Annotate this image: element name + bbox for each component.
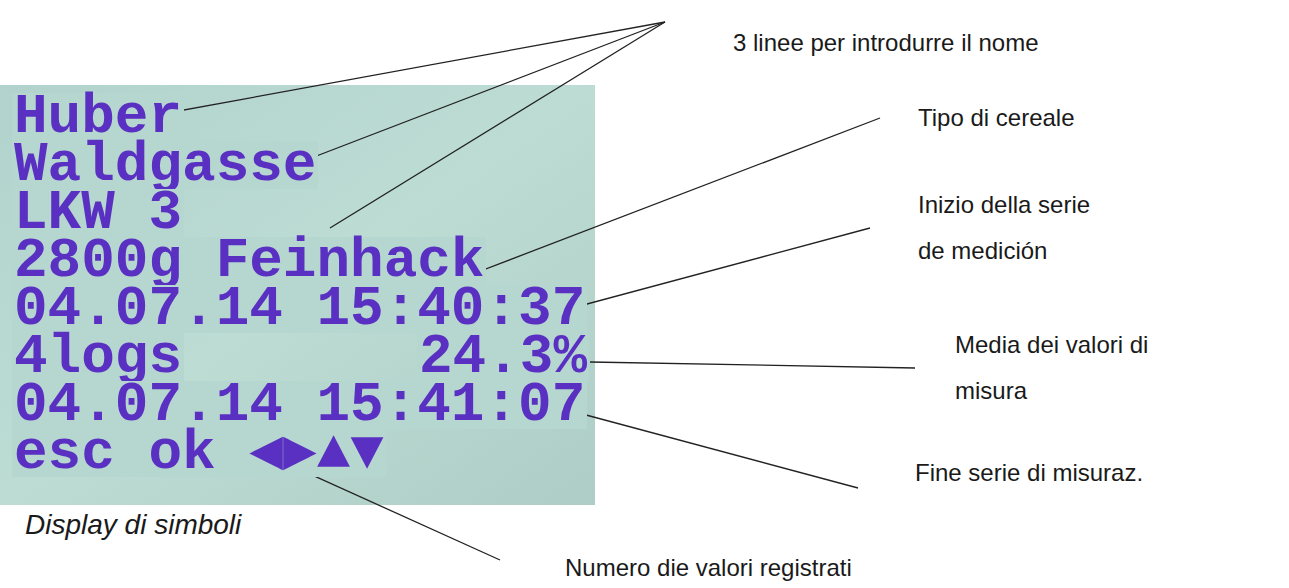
callout-label: Media dei valori di misura xyxy=(952,322,1158,414)
lcd-line: esc ok ◀▶▲▼ xyxy=(12,429,386,477)
lcd-panel xyxy=(0,85,595,505)
lcd-line: LKW 3 xyxy=(12,189,184,237)
lcd-line: 24.3% xyxy=(417,333,589,381)
callout-label: Inizio della serie de medición xyxy=(915,182,1126,274)
callout-label: 3 linee per introdurre il nome xyxy=(730,20,1042,66)
lcd-line: 2800g Feinhack xyxy=(12,237,486,285)
lcd-line: Waldgasse xyxy=(12,141,318,189)
lcd-line: 04.07.14 15:40:37 xyxy=(12,285,587,333)
figure-caption-label: Display di simboli xyxy=(22,508,244,542)
callout-label: Tipo di cereale xyxy=(915,95,1078,141)
callout-label: Numero die valori registrati xyxy=(562,545,855,588)
lcd-line: Huber xyxy=(12,93,184,141)
lcd-line: 04.07.14 15:41:07 xyxy=(12,381,587,429)
callout-label: Fine serie di misuraz. xyxy=(912,450,1146,496)
lcd-line: 4logs xyxy=(12,333,184,381)
lcd-display: HuberWaldgasseLKW 32800g Feinhack04.07.1… xyxy=(0,85,595,505)
